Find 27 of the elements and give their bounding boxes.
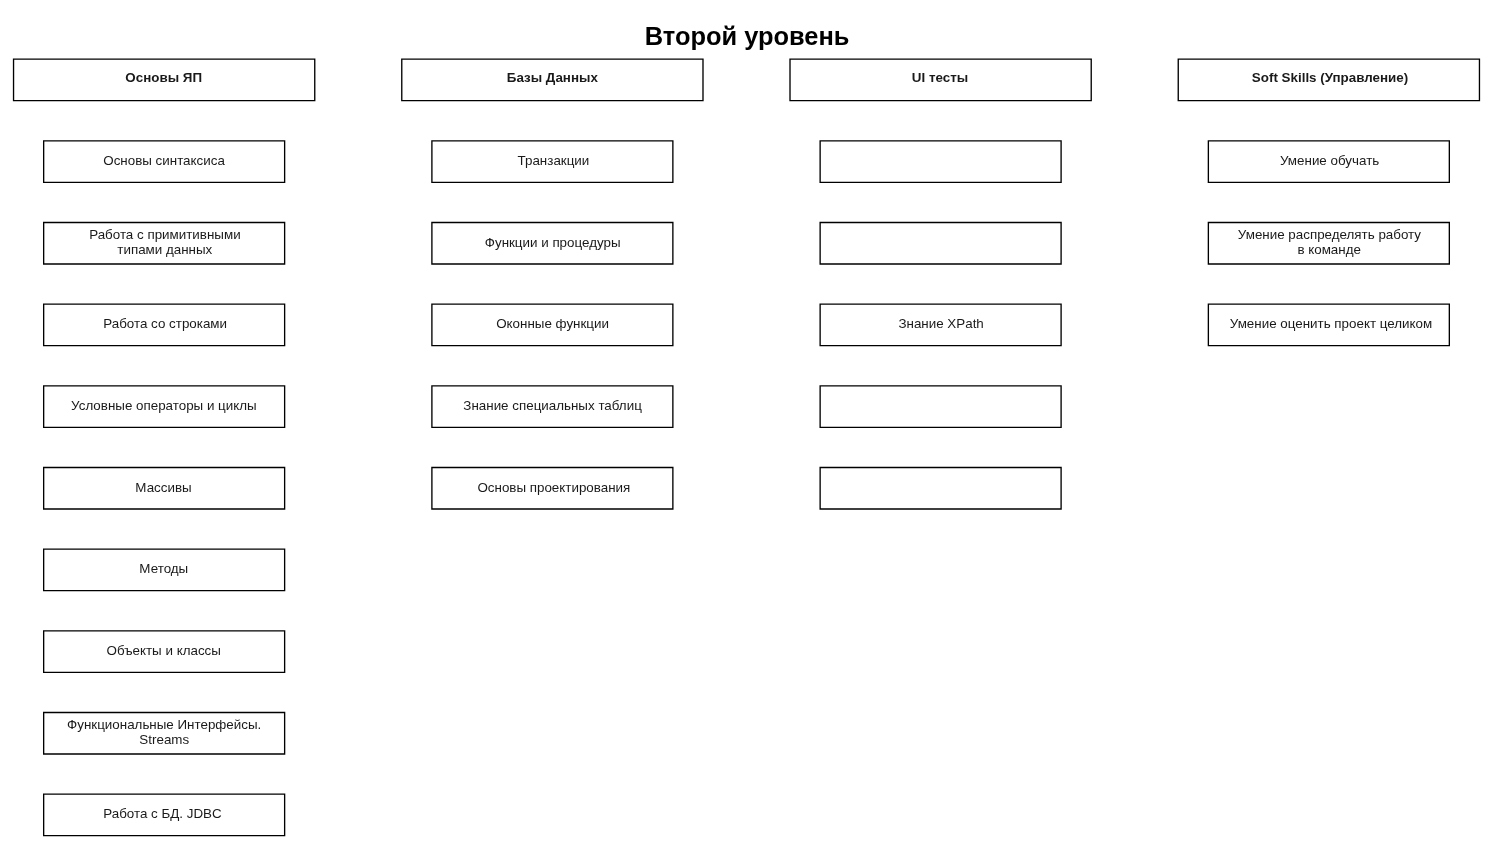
node-box: Основы проектирования	[431, 466, 674, 510]
node-box: Работа с БД. JDBC	[43, 792, 286, 836]
node-box	[819, 466, 1062, 510]
node-box: Оконные функции	[431, 303, 674, 346]
node-box: Знание специальных таблиц	[431, 384, 674, 428]
diagram-title: Второй уровень	[644, 21, 850, 50]
node-box: Основы синтаксиса	[43, 139, 286, 183]
node-box: Массивы	[43, 466, 286, 510]
node-box	[819, 221, 1062, 265]
node-box: Основы ЯП	[12, 58, 316, 101]
node-box: Работа с примитивными типами данных	[43, 221, 286, 265]
node-box: Soft Skills (Управление)	[1177, 58, 1481, 101]
node-box: Функции и процедуры	[431, 221, 674, 265]
node-box: Методы	[43, 548, 286, 591]
node-box: Умение оценить проект целиком	[1207, 303, 1450, 346]
node-box: Транзакции	[431, 139, 674, 183]
node-box: UI тесты	[789, 58, 1092, 101]
node-box	[819, 139, 1062, 183]
node-box: Объекты и классы	[43, 629, 286, 673]
node-box: Умение обучать	[1207, 139, 1450, 183]
node-box	[819, 384, 1062, 428]
node-box: Условные операторы и циклы	[43, 384, 286, 428]
node-box: Функциональные Интерфейсы. Streams	[43, 711, 286, 755]
node-box: Базы Данных	[401, 58, 704, 101]
node-box: Работа со строками	[43, 303, 286, 346]
node-box: Знание XPath	[819, 303, 1062, 346]
node-box: Умение распределять работу в команде	[1207, 221, 1450, 265]
